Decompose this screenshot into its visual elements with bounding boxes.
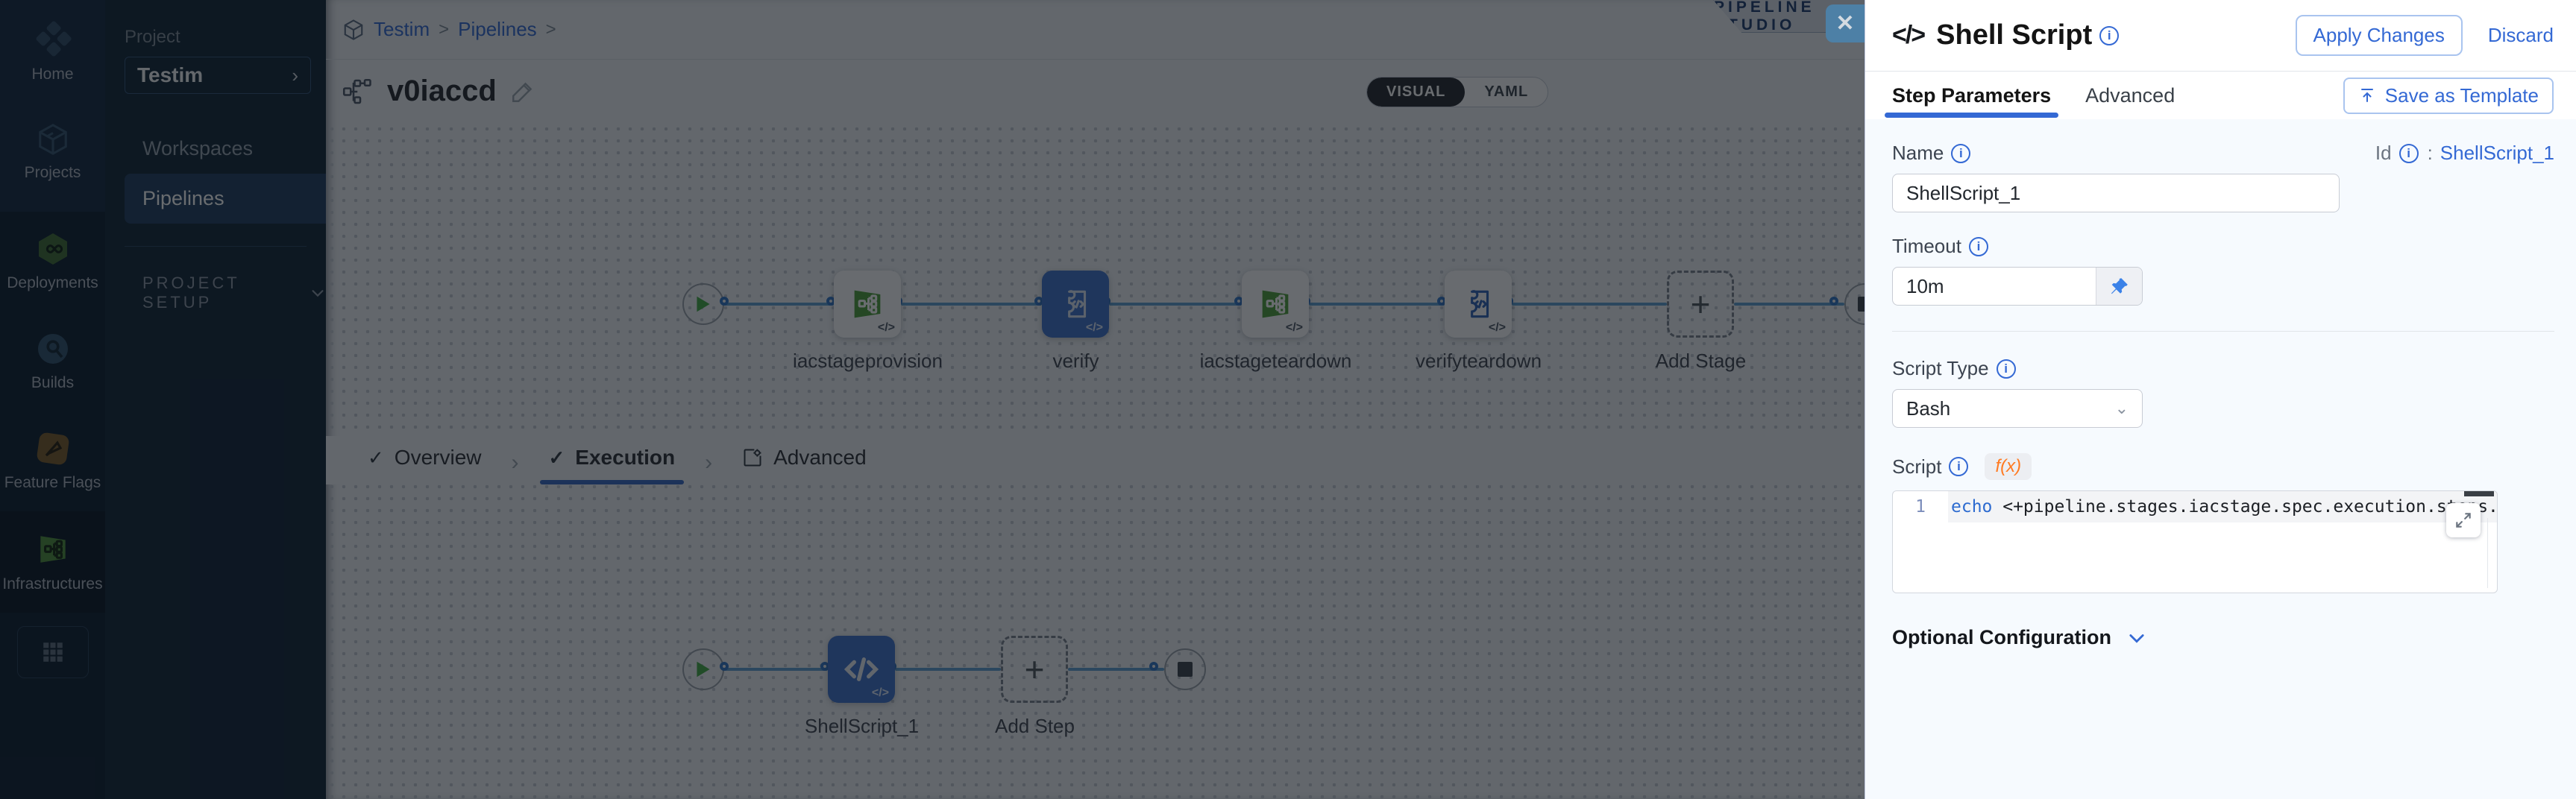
expression-fx-badge[interactable]: f(x): [1985, 453, 2032, 480]
line-number: 1: [1915, 497, 1926, 517]
script-type-label: Script Type: [1892, 357, 1989, 379]
editor-scrollbar-track: [2487, 518, 2488, 588]
apply-changes-button[interactable]: Apply Changes: [2295, 15, 2463, 56]
tab-step-parameters[interactable]: Step Parameters: [1884, 74, 2059, 118]
discard-button[interactable]: Discard: [2487, 24, 2554, 46]
id-value[interactable]: ShellScript_1: [2440, 142, 2554, 164]
section-divider: [1892, 331, 2554, 332]
script-type-value: Bash: [1906, 397, 1951, 420]
id-separator: :: [2427, 142, 2433, 164]
code-expression: <+pipeline.stages.iacstage.spec.executio…: [1992, 497, 2497, 517]
editor-scrollbar-thumb[interactable]: [2464, 491, 2494, 496]
panel-tab-bar: Step Parameters Advanced Save as Templat…: [1865, 72, 2576, 119]
chevron-down-icon: ⌄: [2114, 399, 2129, 417]
name-input[interactable]: ShellScript_1: [1892, 174, 2340, 212]
info-icon[interactable]: i: [1996, 359, 2016, 379]
script-code-editor[interactable]: 1 echo <+pipeline.stages.iacstage.spec.e…: [1892, 490, 2498, 593]
code-line: 1 echo <+pipeline.stages.iacstage.spec.e…: [1893, 491, 2497, 522]
expand-editor-button[interactable]: [2446, 503, 2481, 537]
code-content: echo <+pipeline.stages.iacstage.spec.exe…: [1948, 491, 2497, 522]
fullscreen-icon: [2456, 513, 2471, 528]
optional-configuration-label: Optional Configuration: [1892, 626, 2111, 648]
optional-configuration-toggle[interactable]: Optional Configuration: [1892, 626, 2549, 649]
step-id-row: Id i : ShellScript_1: [2375, 142, 2554, 165]
info-icon[interactable]: i: [1949, 457, 1969, 476]
script-type-label-row: Script Type i: [1892, 357, 2549, 380]
code-keyword: echo: [1951, 497, 1993, 517]
timeout-field-label-row: Timeout i: [1892, 235, 2549, 258]
chevron-down-icon: [2126, 628, 2147, 648]
panel-title: Shell Script: [1936, 19, 2093, 51]
name-field-label-row: Name i: [1892, 142, 1971, 165]
info-icon[interactable]: i: [2398, 143, 2419, 163]
panel-header: </> Shell Script i Apply Changes Discard: [1865, 0, 2576, 72]
info-icon[interactable]: i: [2099, 25, 2120, 45]
info-icon[interactable]: i: [1951, 143, 1971, 163]
script-label: Script: [1892, 455, 1942, 478]
script-type-select[interactable]: Bash ⌄: [1892, 389, 2143, 428]
save-as-template-button[interactable]: Save as Template: [2343, 77, 2554, 114]
pushpin-icon: [2111, 278, 2128, 294]
timeout-label: Timeout: [1892, 235, 1961, 257]
save-as-template-label: Save as Template: [2384, 83, 2539, 107]
panel-close-button[interactable]: ✕: [1826, 4, 1865, 42]
upload-icon: [2360, 89, 2373, 102]
info-icon[interactable]: i: [1968, 236, 1988, 256]
timeout-input[interactable]: 10m: [1906, 274, 1944, 297]
fixed-value-pin-button[interactable]: [2096, 268, 2142, 305]
id-label: Id: [2375, 142, 2392, 164]
name-label: Name: [1892, 142, 1944, 164]
shell-script-code-icon: </>: [1892, 21, 1926, 49]
tab-panel-advanced[interactable]: Advanced: [2085, 83, 2176, 107]
shell-script-config-panel: </> Shell Script i Apply Changes Discard…: [1865, 0, 2576, 799]
script-label-row: Script i f(x): [1892, 453, 2549, 480]
modal-dim-overlay: [0, 0, 1865, 799]
panel-body: Name i Id i : ShellScript_1 ShellScript_…: [1865, 119, 2576, 799]
timeout-input-group: 10m: [1892, 267, 2143, 306]
